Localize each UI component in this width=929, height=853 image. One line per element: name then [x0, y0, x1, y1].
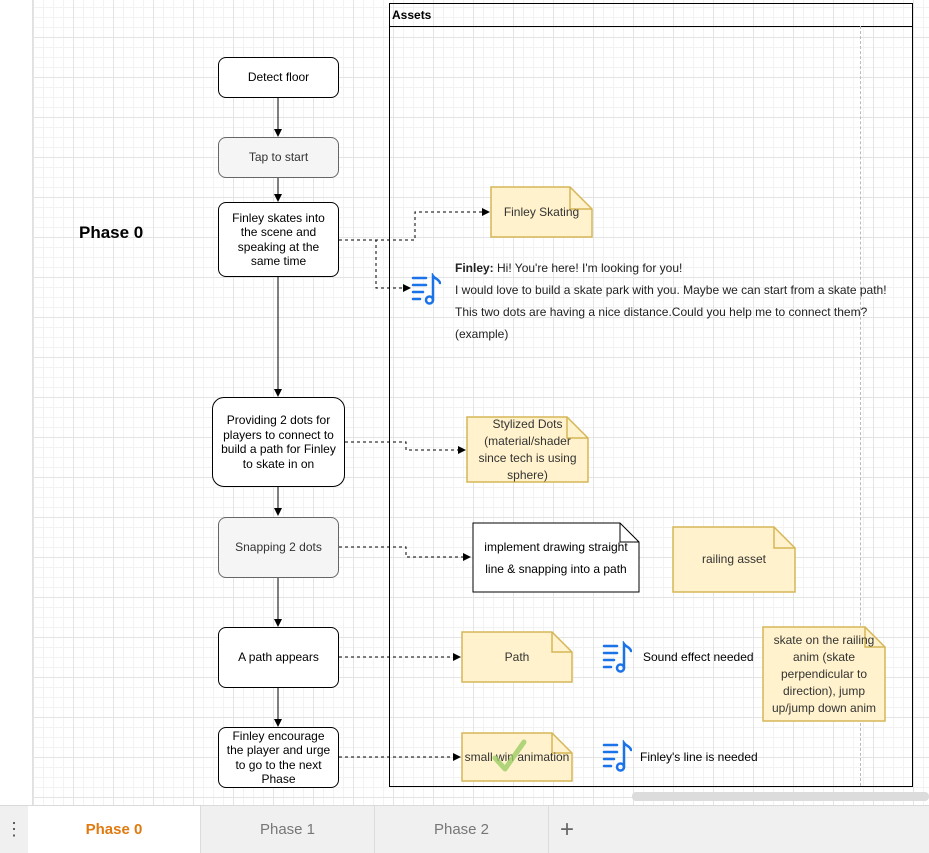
stylized-dots-note[interactable]: Stylized Dots (material/shader since tec…	[466, 416, 589, 483]
checkmark-icon	[492, 739, 527, 772]
railing-asset-note[interactable]: railing asset	[672, 526, 796, 593]
music-note-icon	[602, 641, 632, 673]
dashed-connector	[339, 239, 411, 292]
node-label: Finley skates into the scene and speakin…	[232, 210, 325, 269]
node-label: Tap to start	[248, 150, 309, 165]
note-label: Path	[504, 649, 530, 664]
tap-to-start-node[interactable]: Tap to start	[218, 137, 339, 178]
path-appears-node[interactable]: A path appears	[218, 627, 339, 688]
small-win-note[interactable]: small win animation	[461, 732, 573, 782]
detect-floor-node[interactable]: Detect floor	[218, 57, 339, 98]
dialog-line: This two dots are having a nice distance…	[455, 305, 868, 319]
canvas-gutter	[0, 0, 33, 805]
phase-title: Phase 0	[79, 223, 144, 242]
more-vertical-icon[interactable]: ⋮	[5, 819, 23, 839]
node-label: Finley encourage the player and urge to …	[226, 728, 331, 787]
assets-header: Assets	[390, 4, 912, 27]
providing-dots-node[interactable]: Providing 2 dots for players to connect …	[212, 397, 345, 487]
node-label: A path appears	[238, 650, 319, 665]
path-note[interactable]: Path	[461, 631, 573, 683]
note-label: implement drawing straight line & snappi…	[484, 539, 628, 576]
tab-phase-1[interactable]: Phase 1	[201, 806, 375, 853]
music-note-icon	[602, 740, 632, 772]
note-label: small win animation	[464, 749, 570, 764]
dashed-connector	[345, 441, 466, 454]
node-label: Detect floor	[247, 70, 310, 85]
dialog-speaker: Finley:	[455, 261, 494, 275]
skate-railing-note[interactable]: skate on the railing anim (skate perpend…	[762, 626, 886, 722]
tab-phase-0[interactable]: Phase 0	[28, 806, 201, 853]
note-label: skate on the railing anim (skate perpend…	[771, 632, 877, 715]
assets-divider	[860, 26, 861, 786]
page-tab-bar: ⋮ Phase 0 Phase 1 Phase 2 +	[0, 805, 929, 853]
node-label: Snapping 2 dots	[235, 540, 322, 555]
dialog-line: (example)	[455, 327, 509, 341]
assets-title: Assets	[392, 8, 432, 22]
finley-dialog[interactable]: Finley: Hi! You're here! I'm looking for…	[455, 260, 887, 348]
node-label: Providing 2 dots for players to connect …	[221, 413, 336, 471]
implement-drawing-note[interactable]: implement drawing straight line & snappi…	[472, 522, 640, 593]
plus-icon[interactable]: +	[559, 815, 574, 843]
dialog-line: I would love to build a skate park with …	[455, 283, 887, 297]
note-label: Finley Skating	[503, 204, 580, 219]
connectors-layer	[274, 98, 490, 761]
music-note-icon	[411, 273, 441, 305]
horizontal-scrollbar[interactable]	[632, 792, 929, 801]
finley-line-label[interactable]: Finley's line is needed	[640, 750, 758, 764]
dialog-line: Finley: Hi! You're here! I'm looking for…	[455, 260, 887, 282]
dashed-connector	[339, 208, 490, 241]
tab-phase-2[interactable]: Phase 2	[375, 806, 549, 853]
dialog-text: Hi! You're here! I'm looking for you!	[493, 261, 683, 275]
dashed-connector	[339, 546, 471, 561]
note-label: railing asset	[701, 552, 767, 566]
assets-container[interactable]: Assets	[389, 3, 913, 787]
finley-encourage-node[interactable]: Finley encourage the player and urge to …	[218, 727, 339, 788]
note-label: Stylized Dots (material/shader since tec…	[478, 416, 577, 482]
sound-effect-label[interactable]: Sound effect needed	[643, 650, 754, 664]
diagram-canvas[interactable]: Phase 0 Detect floor Tap to start Finley…	[0, 0, 929, 805]
finley-skates-node[interactable]: Finley skates into the scene and speakin…	[218, 202, 339, 277]
finley-skating-note[interactable]: Finley Skating	[490, 186, 593, 238]
snapping-dots-node[interactable]: Snapping 2 dots	[218, 517, 339, 578]
